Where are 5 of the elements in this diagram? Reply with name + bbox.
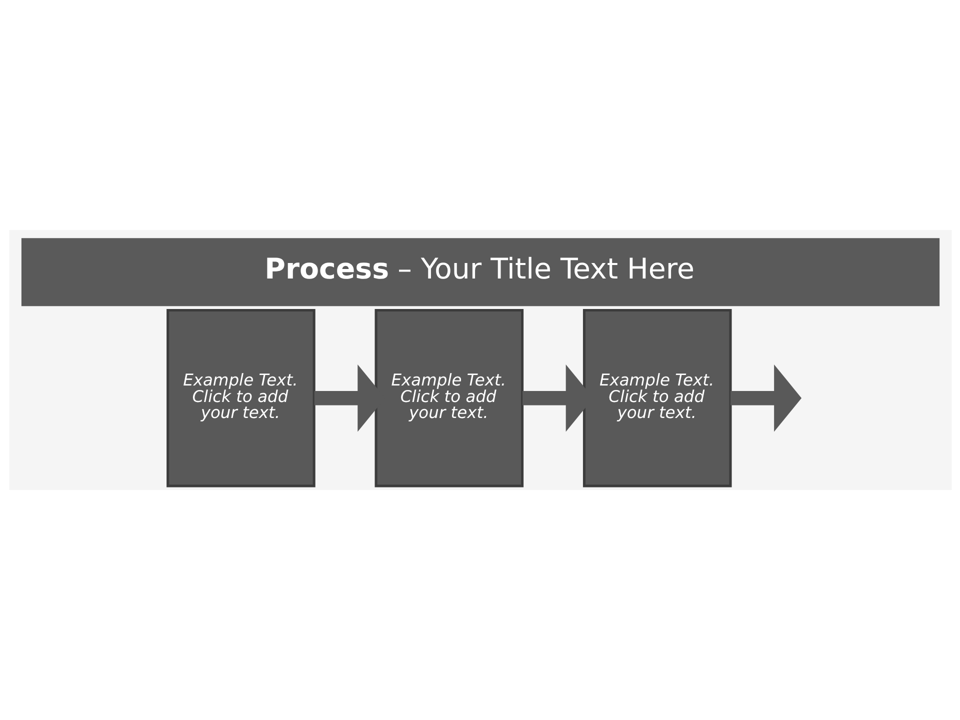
node-box: Example Text. Click to add your text. — [374, 308, 524, 488]
diagram-title: Process – Your Title Text Here — [264, 252, 694, 286]
arrow — [730, 364, 802, 432]
node-box: Example Text. Click to add your text. — [166, 308, 315, 488]
node-box: Example Text. Click to add your text. — [582, 308, 732, 488]
